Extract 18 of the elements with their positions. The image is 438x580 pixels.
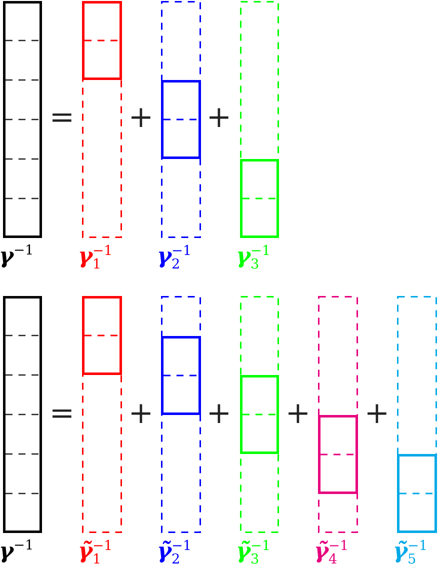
highlighted-block	[82, 1, 122, 80]
plus-sign: +	[128, 399, 154, 429]
highlighted-block	[318, 414, 358, 494]
highlighted-block	[161, 80, 201, 159]
highlighted-block	[161, 336, 201, 414]
highlighted-block	[240, 375, 279, 454]
highlighted-block	[240, 159, 279, 238]
plus-sign: +	[206, 103, 232, 133]
highlighted-block	[82, 296, 122, 375]
plus-sign: +	[128, 103, 154, 133]
equals-sign: =	[49, 399, 75, 429]
plus-sign: +	[364, 399, 390, 429]
math-label: γ$^{−1}$	[0, 536, 34, 566]
plus-sign: +	[285, 399, 311, 429]
equals-sign: =	[49, 103, 75, 133]
highlighted-block	[397, 454, 437, 533]
math-label: γ$^{−1}$	[0, 242, 34, 271]
plus-sign: +	[206, 399, 232, 429]
